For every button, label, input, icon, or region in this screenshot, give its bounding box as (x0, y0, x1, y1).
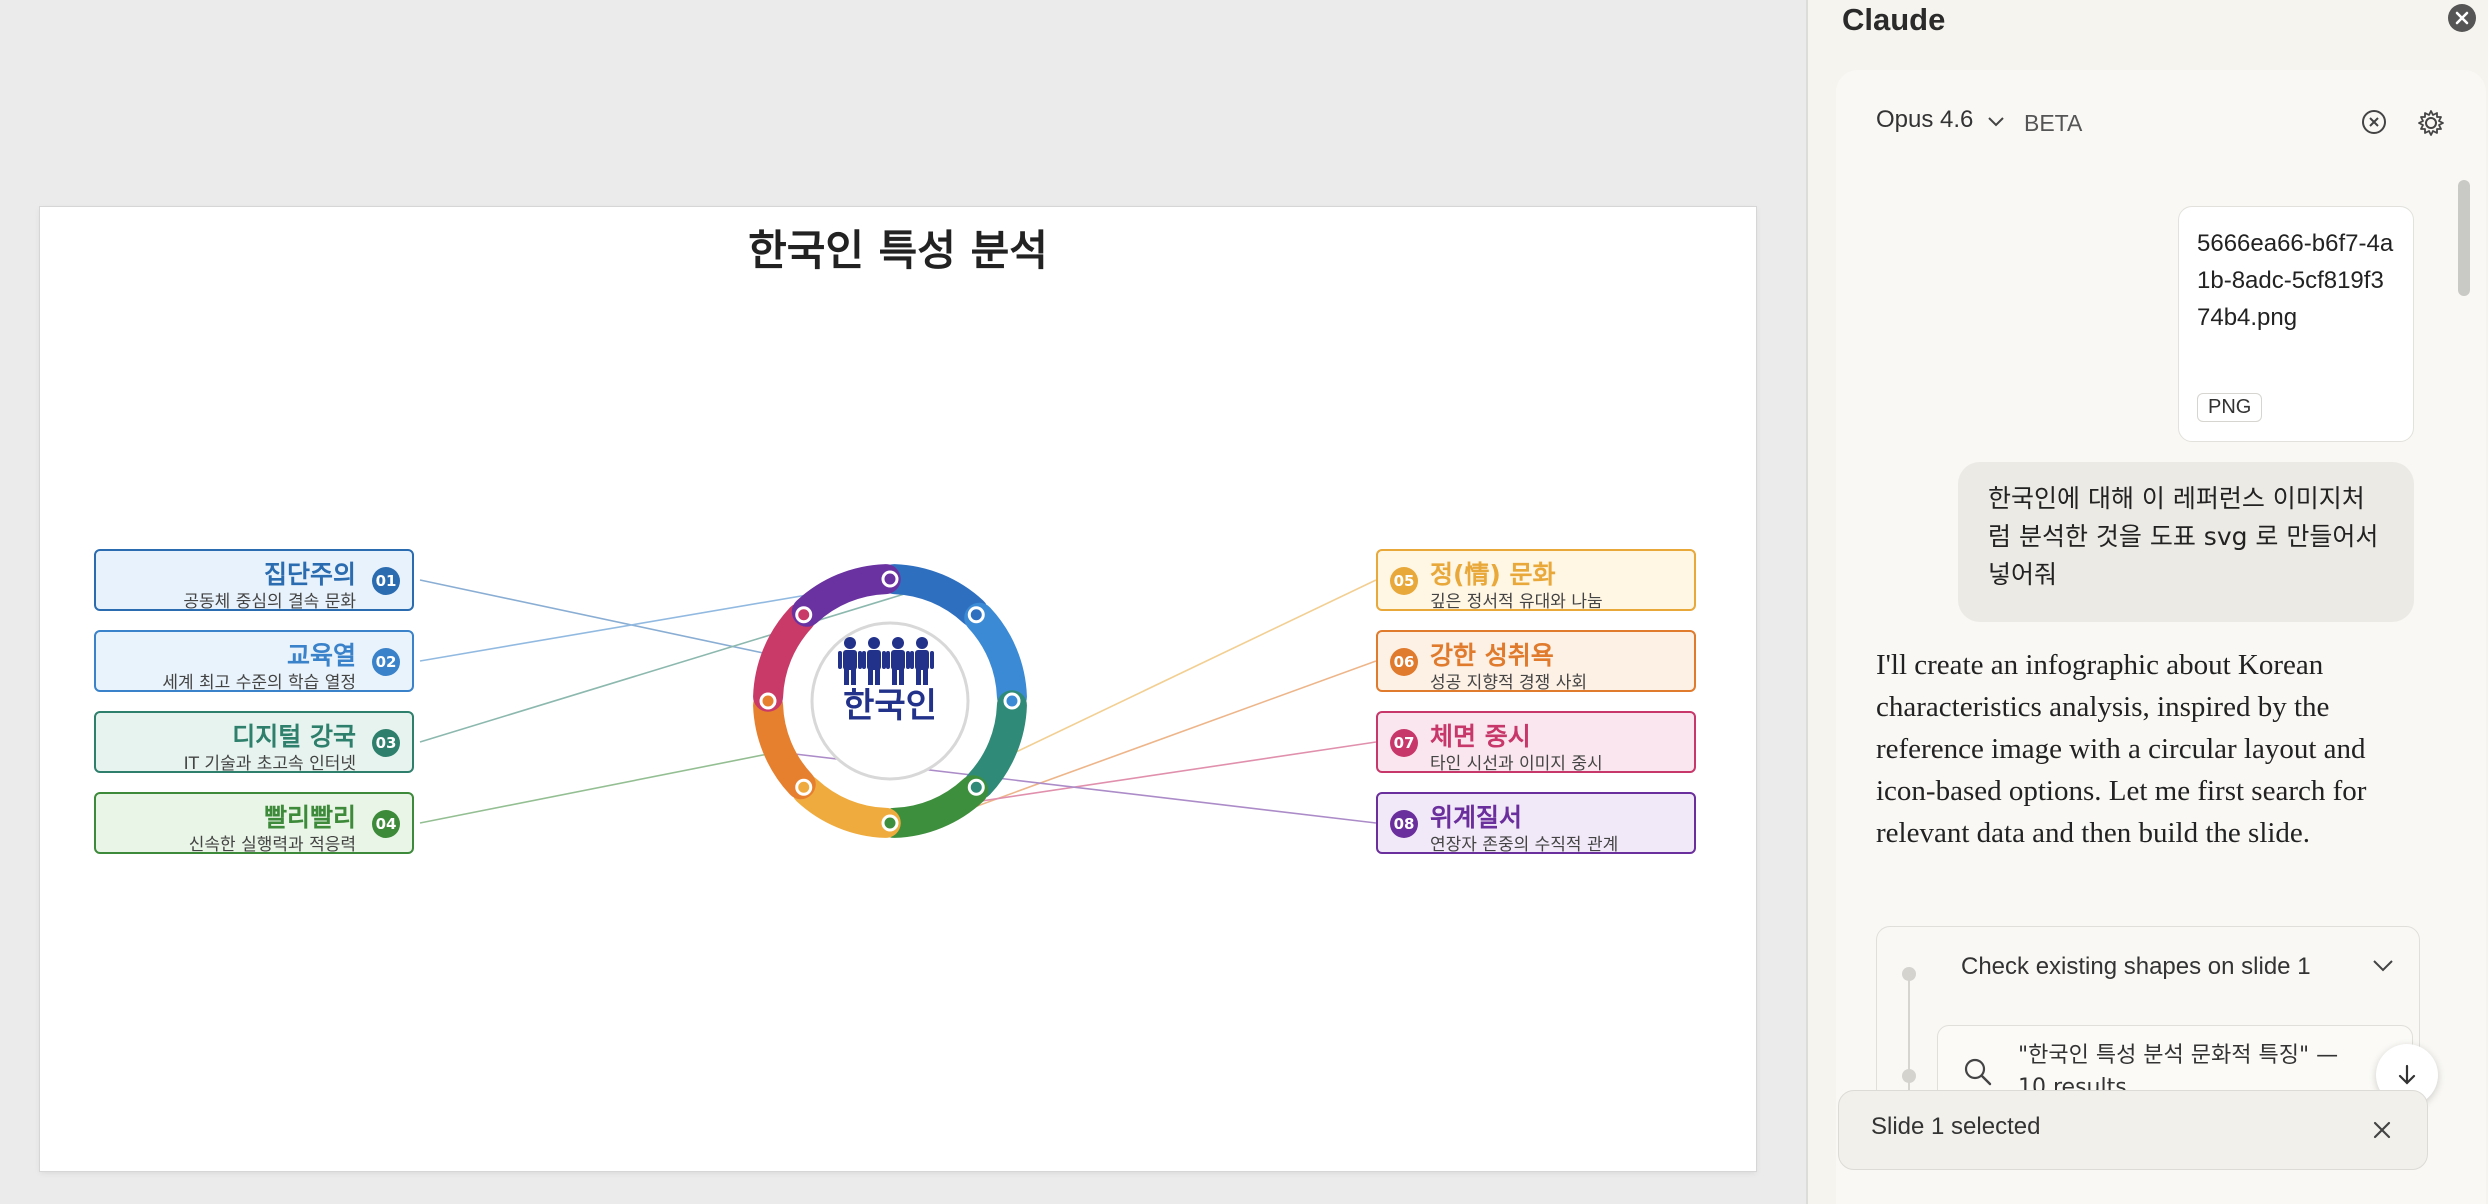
chevron-down-icon (1988, 116, 2004, 127)
attachment-card[interactable]: 5666ea66-b6f7-4a1b-8adc-5cf819f374b4.png… (2178, 206, 2414, 442)
ring-segment-7 (753, 602, 816, 712)
card-subtitle: 공동체 중심의 결속 문화 (183, 592, 356, 612)
card-02[interactable]: 교육열 세계 최고 수준의 학습 열정 02 (94, 630, 414, 693)
ring-dot-3 (967, 778, 985, 796)
ring-dot-6 (759, 692, 777, 710)
selection-indicator: Slide 1 selected (1838, 1090, 2428, 1170)
ring-dot-4 (881, 814, 899, 832)
step-timeline (1908, 971, 1910, 1091)
card-subtitle: 깊은 정서적 유대와 나눔 (1430, 592, 1603, 612)
ring-segment-8 (791, 564, 901, 627)
tool-step-label[interactable]: Check existing shapes on slide 1 (1961, 953, 2311, 980)
card-05[interactable]: 05 정(情) 문화 깊은 정서적 유대와 나눔 (1376, 549, 1696, 612)
center-label: 한국인 (843, 686, 937, 726)
model-selector[interactable]: Opus 4.6 (1876, 106, 2006, 134)
ring-segment-5 (791, 775, 901, 838)
close-icon (2455, 11, 2469, 25)
card-subtitle: 타인 시선과 이미지 중시 (1430, 754, 1603, 774)
card-07[interactable]: 07 체면 중시 타인 시선과 이미지 중시 (1376, 711, 1696, 774)
ring-segment-2 (964, 602, 1027, 712)
card-06[interactable]: 06 강한 성취욕 성공 지향적 경쟁 사회 (1376, 630, 1696, 693)
ring-segment-1 (879, 564, 989, 627)
step-dot (1902, 967, 1916, 981)
chevron-down-icon[interactable] (2371, 957, 2395, 973)
number-badge: 01 (372, 567, 400, 595)
beta-badge: BETA (2024, 110, 2083, 136)
card-04[interactable]: 빨리빨리 신속한 실행력과 적응력 04 (94, 792, 414, 855)
step-dot (1902, 1069, 1916, 1083)
connector-05 (1015, 579, 1377, 753)
card-subtitle: 세계 최고 수준의 학습 열정 (162, 673, 356, 693)
model-name: Opus 4.6 (1876, 106, 1974, 133)
card-title: 집단주의 (263, 560, 356, 589)
number-badge: 07 (1390, 729, 1418, 757)
assistant-message: I'll create an infographic about Korean … (1876, 649, 2367, 849)
ring-segment-6 (753, 690, 816, 800)
ring-segments (753, 564, 1027, 838)
card-title: 교육열 (286, 641, 356, 670)
ring-segment-3 (964, 690, 1027, 800)
ring-dot-1 (967, 606, 985, 624)
connector-01 (419, 579, 769, 655)
assistant-panel: Claude Opus 4.6 BETA 5666ea66-b6f7-4a1b-… (1806, 0, 2488, 1204)
card-title: 체면 중시 (1430, 722, 1531, 751)
people-icon (838, 637, 934, 685)
number-badge: 04 (372, 810, 400, 838)
connector-04 (419, 751, 779, 824)
history-icon[interactable] (2360, 108, 2388, 136)
search-icon (1964, 1058, 1992, 1086)
arrow-down-icon (2398, 1064, 2416, 1085)
card-subtitle: 신속한 실행력과 적응력 (188, 835, 356, 855)
close-icon[interactable] (2371, 1119, 2393, 1141)
ring-dot-8 (881, 570, 899, 588)
card-title: 위계질서 (1430, 803, 1523, 832)
attachment-filename: 5666ea66-b6f7-4a1b-8adc-5cf819f374b4.png (2197, 230, 2394, 331)
card-01[interactable]: 집단주의 공동체 중심의 결속 문화 01 (94, 549, 414, 612)
ring-dot-5 (795, 778, 813, 796)
number-badge: 06 (1390, 648, 1418, 676)
number-badge: 02 (372, 648, 400, 676)
gear-icon[interactable] (2416, 108, 2446, 138)
user-message: 한국인에 대해 이 레퍼런스 이미지처럼 분석한 것을 도표 svg 로 만들어… (1958, 462, 2414, 622)
card-subtitle: 성공 지향적 경쟁 사회 (1430, 673, 1587, 693)
chat-area[interactable]: Opus 4.6 BETA 5666ea66-b6f7-4a1b-8adc-5c… (1836, 70, 2486, 1204)
ring-dot-2 (1003, 692, 1021, 710)
card-subtitle: 연장자 존중의 수직적 관계 (1430, 835, 1619, 855)
card-title: 빨리빨리 (263, 803, 356, 832)
slide-canvas[interactable]: 한국인 특성 분석 집단주의 공동체 중심의 결속 문화 01 교육열 세계 최… (0, 0, 1806, 1204)
slide-1[interactable]: 한국인 특성 분석 집단주의 공동체 중심의 결속 문화 01 교육열 세계 최… (40, 207, 1756, 1171)
number-badge: 03 (372, 729, 400, 757)
ring-segment-4 (879, 775, 989, 838)
panel-title: Claude (1842, 2, 1946, 37)
card-subtitle: IT 기술과 초고속 인터넷 (183, 754, 356, 774)
slide-title[interactable]: 한국인 특성 분석 (748, 226, 1048, 275)
card-08[interactable]: 08 위계질서 연장자 존중의 수직적 관계 (1376, 792, 1696, 855)
number-badge: 08 (1390, 810, 1418, 838)
selection-label: Slide 1 selected (1871, 1113, 2041, 1140)
card-title: 디지털 강국 (232, 722, 356, 751)
attachment-type-badge: PNG (2197, 393, 2263, 422)
scrollbar-thumb[interactable] (2458, 180, 2470, 296)
number-badge: 05 (1390, 567, 1418, 595)
ring-dots (759, 570, 1021, 832)
close-button[interactable] (2448, 4, 2476, 32)
ring-dot-7 (795, 606, 813, 624)
center-ring-diagram[interactable]: 한국인 (740, 551, 1040, 851)
card-title: 정(情) 문화 (1430, 560, 1556, 589)
card-title: 강한 성취욕 (1430, 641, 1554, 670)
card-03[interactable]: 디지털 강국 IT 기술과 초고속 인터넷 03 (94, 711, 414, 774)
